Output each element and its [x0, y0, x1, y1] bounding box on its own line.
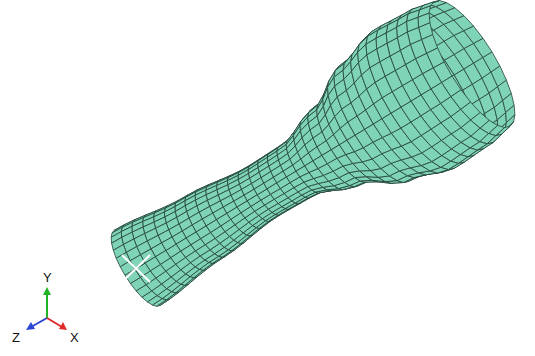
axis-label: Z	[12, 331, 20, 344]
reference-mark	[122, 255, 150, 282]
z-arrowhead	[26, 322, 35, 330]
y-arrowhead	[43, 287, 51, 295]
axis-label: X	[70, 331, 79, 344]
shell-mesh	[111, 1, 515, 307]
x-arrowhead	[59, 322, 67, 330]
x-axis	[47, 318, 62, 327]
reference-mark	[122, 255, 150, 282]
axis-label: Y	[43, 271, 52, 284]
y-axis	[46, 292, 48, 318]
axis-triad	[26, 287, 67, 330]
z-axis	[31, 318, 47, 327]
mesh-element	[391, 107, 411, 128]
